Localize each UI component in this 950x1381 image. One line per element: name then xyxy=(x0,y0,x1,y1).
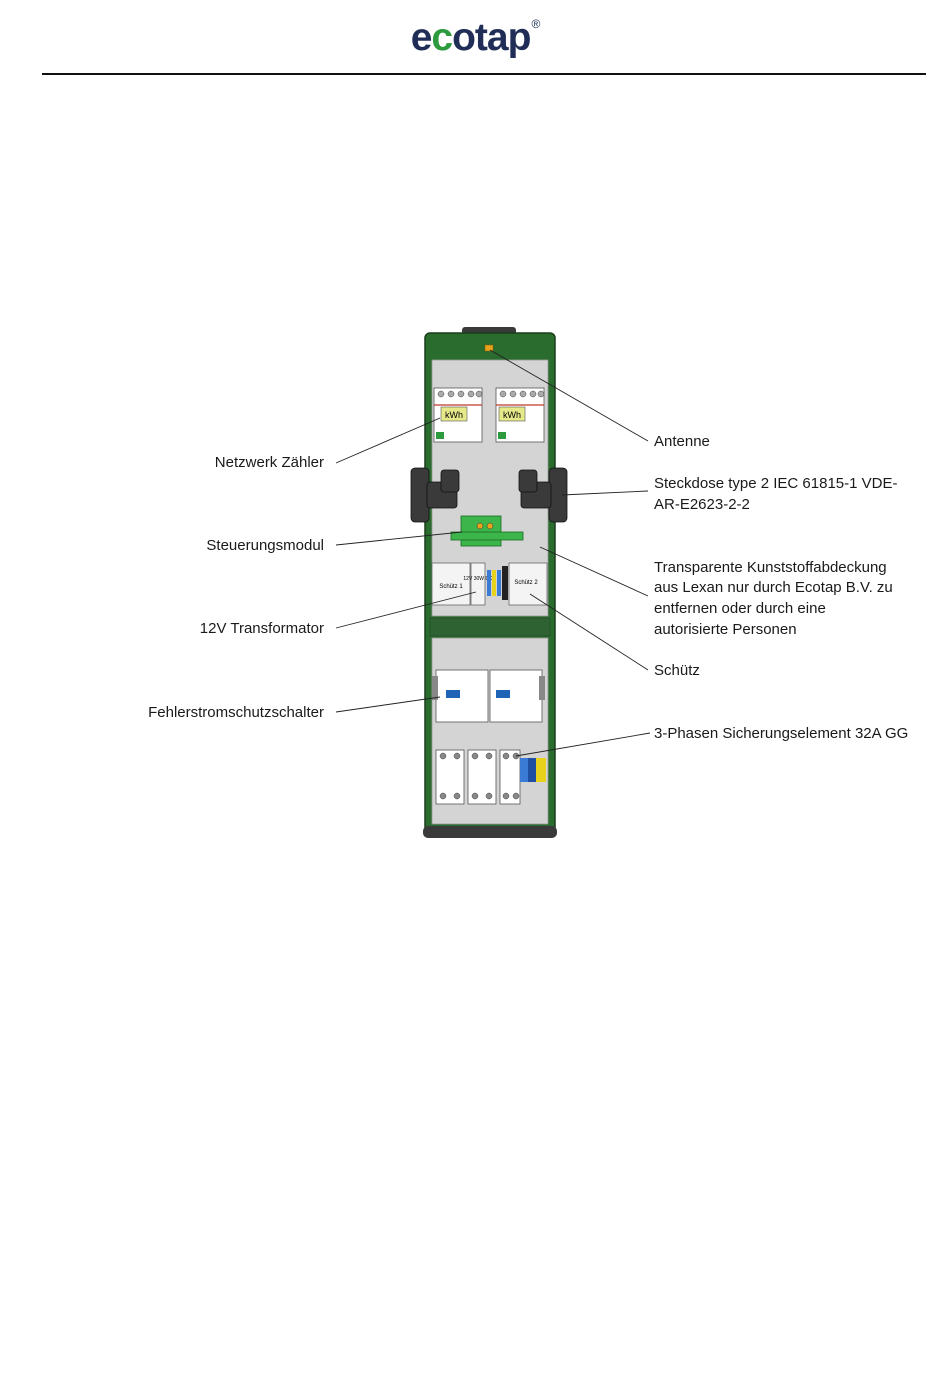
rcd-left xyxy=(432,669,489,723)
logo-otap: otap xyxy=(452,16,531,59)
logo-c: c xyxy=(431,16,453,59)
label-antenna: Antenne xyxy=(654,433,710,450)
ecotap-logo: ecotap® xyxy=(0,2,950,60)
meter-right-kwh: kWh xyxy=(503,410,521,420)
contactor-2: Schütz 2 xyxy=(508,562,548,606)
label-fuse: 3-Phasen Sicherungselement 32A GG xyxy=(654,725,909,742)
terminal-strip xyxy=(520,758,546,782)
leader-lines xyxy=(335,349,651,757)
contactor1-label: Schütz 1 xyxy=(439,584,463,590)
label-socket-line2: AR-E2623-2-2 xyxy=(654,496,750,513)
kwh-meter-left: kWh xyxy=(433,387,483,443)
label-socket-line1: Steckdose type 2 IEC 61815-1 VDE- xyxy=(654,475,898,492)
antenna-icon xyxy=(484,344,494,352)
base-cap xyxy=(423,826,557,838)
label-control-module: Steuerungsmodul xyxy=(206,537,324,554)
fuse-contacts xyxy=(439,752,520,800)
logo-e: e xyxy=(410,16,433,59)
label-transformer: 12V Transformator xyxy=(199,620,324,637)
transformer: 12V 30W DC xyxy=(463,562,493,606)
logo-registered-mark: ® xyxy=(531,17,540,31)
label-rcd: Fehlerstromschutzschalter xyxy=(148,704,324,721)
transformer-label: 12V 30W DC xyxy=(463,576,493,582)
socket-left xyxy=(410,467,460,523)
contactor2-label: Schütz 2 xyxy=(514,580,538,586)
label-cover-line3: entfernen oder durch eine xyxy=(654,600,826,617)
label-contactor: Schütz xyxy=(654,662,700,679)
control-module xyxy=(450,515,524,547)
rcd-right xyxy=(489,669,545,723)
panel-divider xyxy=(429,617,551,637)
terminal-block xyxy=(487,566,508,600)
meter-left-kwh: kWh xyxy=(445,410,463,420)
socket-right xyxy=(518,467,568,523)
label-cover-line4: autorisierte Personen xyxy=(654,621,797,638)
label-cover-line2: aus Lexan nur durch Ecotap B.V. zu xyxy=(654,579,893,596)
kwh-meter-right: kWh xyxy=(495,387,545,443)
label-cover-line1: Transparente Kunststoffabdeckung xyxy=(654,559,887,576)
header-rule xyxy=(42,73,926,75)
label-network-meter: Netzwerk Zähler xyxy=(214,454,324,471)
